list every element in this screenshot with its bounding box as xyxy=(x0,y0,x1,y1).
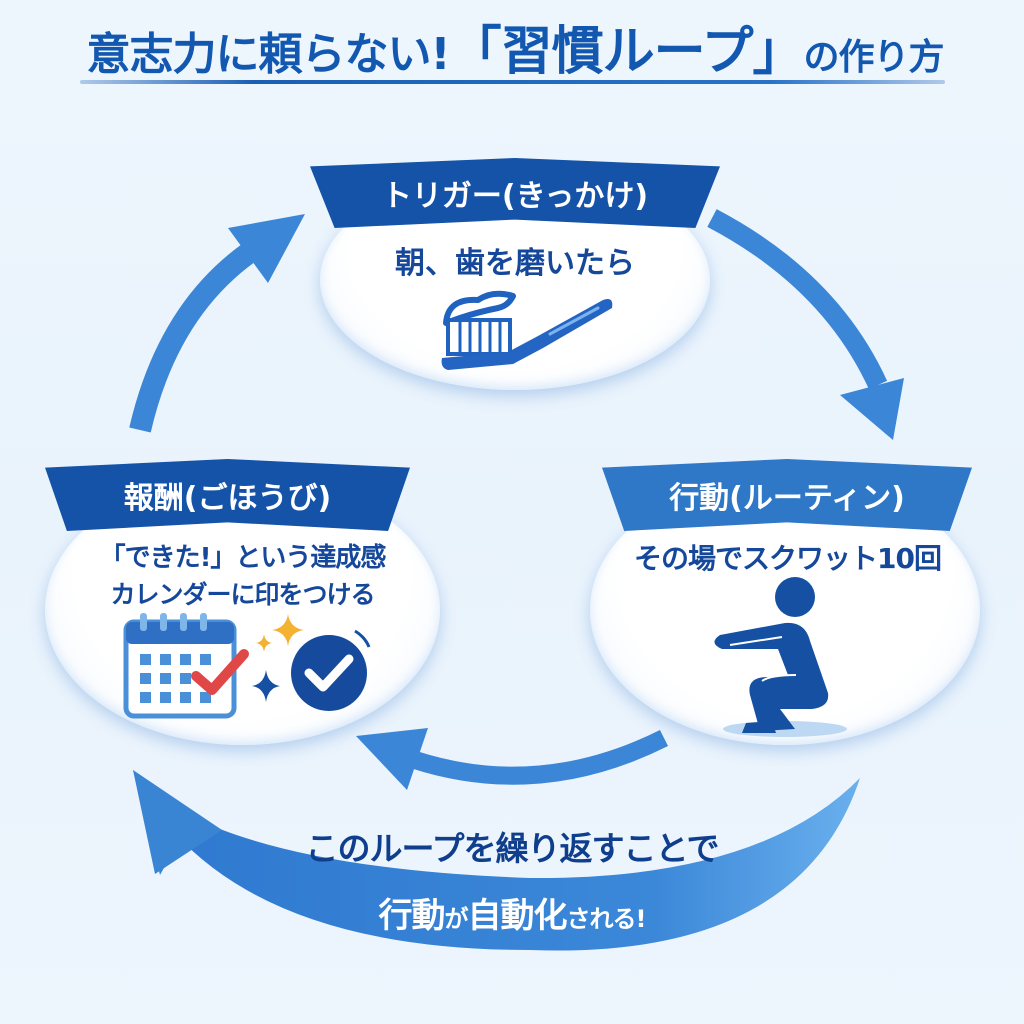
footer-line1: このループを繰り返すことで xyxy=(305,829,719,868)
footer-line2-a: 行動 xyxy=(378,896,446,936)
footer-line2-b: が xyxy=(444,905,469,933)
footer-line2: 行動が自動化される! xyxy=(0,888,1024,937)
repeat-loop-swoosh-arrow xyxy=(133,770,860,951)
title-part2: 「習慣ループ」 xyxy=(449,22,805,82)
arrow-reward-to-trigger xyxy=(129,214,305,433)
title-part1: 意志力に頼らない! xyxy=(86,29,451,80)
footer-line2-d: される! xyxy=(566,905,647,933)
calendar-check-icon xyxy=(123,613,249,719)
trigger-description: 朝、歯を磨いたら xyxy=(395,246,635,281)
arrow-trigger-to-action xyxy=(707,209,904,440)
trigger-heading: トリガー(きっかけ) xyxy=(381,179,649,214)
reward-description-line2: カレンダーに印をつける xyxy=(110,580,375,609)
page-title: 意志力に頼らない!「習慣ループ」の作り方 xyxy=(80,22,950,88)
arrow-action-to-reward xyxy=(356,728,669,790)
footer-line2-c: 自動化 xyxy=(467,896,568,936)
trigger-banner: トリガー(きっかけ) xyxy=(310,158,720,228)
toothbrush-icon xyxy=(441,290,613,370)
sparkle-icon xyxy=(252,614,304,702)
title-underline xyxy=(80,80,945,84)
squat-person-icon xyxy=(714,577,847,737)
action-heading: 行動(ルーティン) xyxy=(669,481,905,516)
action-banner: 行動(ルーティン) xyxy=(602,459,972,531)
action-description: その場でスクワット10回 xyxy=(634,542,942,575)
reward-description-line1: 「できた!」という達成感 xyxy=(99,543,387,573)
reward-heading: 報酬(ごほうび) xyxy=(123,481,332,516)
node-action: 行動(ルーティン) その場でスクワット10回 xyxy=(590,455,985,745)
node-reward: 報酬(ごほうび) 「できた!」という達成感 カレンダーに印をつける xyxy=(45,455,440,745)
checkmark-circle-icon xyxy=(291,629,371,711)
node-trigger: トリガー(きっかけ) 朝、歯を磨いたら xyxy=(310,150,720,390)
title-part3: の作り方 xyxy=(803,37,944,78)
reward-banner: 報酬(ごほうび) xyxy=(45,459,410,531)
